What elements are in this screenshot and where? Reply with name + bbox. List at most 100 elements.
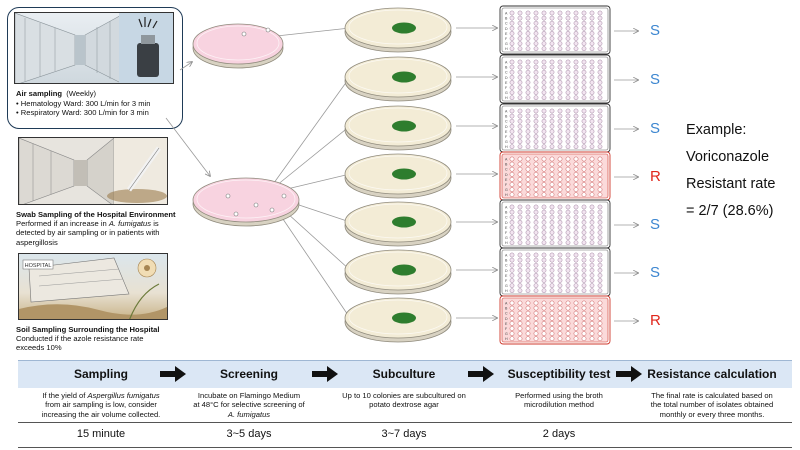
step-arrow-1 xyxy=(160,366,186,387)
plate-2-well xyxy=(549,64,555,70)
plate-4-well xyxy=(573,182,579,187)
plate-3-well xyxy=(557,124,563,129)
plate-2-row-label: D xyxy=(505,76,508,80)
plate-5-well xyxy=(509,209,515,215)
plate-3-well xyxy=(549,129,555,134)
plate-4-well xyxy=(525,187,531,192)
plate-1-well xyxy=(565,20,571,26)
plate-1-well xyxy=(589,25,595,31)
plate-5-well xyxy=(597,230,603,235)
plate-3-row-label: F xyxy=(505,135,508,139)
plate-1-well xyxy=(573,15,579,21)
step-duration-1: 15 minute xyxy=(76,428,126,440)
plate-4-well xyxy=(565,156,571,162)
plate-4-well xyxy=(525,177,531,182)
plate-1-well xyxy=(597,10,603,16)
plate-1-well xyxy=(509,41,515,46)
plate-2-well xyxy=(581,75,587,80)
plate-2-row-label: H xyxy=(505,96,508,100)
plate-6-well xyxy=(509,283,515,288)
plate-1-well xyxy=(541,25,547,31)
plate-3-well xyxy=(509,113,515,119)
plate-1-well xyxy=(573,25,579,31)
plate-6-well xyxy=(597,267,603,273)
plate-2-well xyxy=(597,75,603,80)
plate-5-well xyxy=(509,225,515,230)
plate-6-row-label: G xyxy=(505,284,508,288)
step-title-1: Sampling xyxy=(73,367,128,381)
plate-2-well xyxy=(573,69,579,75)
plate-3-well xyxy=(541,129,547,134)
plate-5-well xyxy=(541,230,547,235)
plate-5-well xyxy=(517,219,523,225)
plate-1-well xyxy=(509,25,515,31)
plate-3-well xyxy=(573,124,579,129)
plate-2-well xyxy=(589,80,595,85)
plate-4-well xyxy=(573,161,579,167)
plate-6-well xyxy=(573,273,579,278)
plate-1-well xyxy=(581,46,587,52)
plate-5-well xyxy=(573,214,579,220)
subculture-dish-2 xyxy=(344,56,452,102)
subculture-dish-1 xyxy=(344,7,452,53)
plate-4-well xyxy=(549,166,555,172)
plate-2-well xyxy=(573,85,579,90)
plate-2-well xyxy=(525,59,531,65)
plate-1-well xyxy=(525,20,531,26)
plate-3-well xyxy=(565,108,571,114)
plate-7-well xyxy=(533,305,539,311)
plate-1-well xyxy=(517,46,523,52)
plate-1-row-label: C xyxy=(505,22,508,26)
plate-5-well xyxy=(517,240,523,245)
plate-1-well xyxy=(597,46,603,52)
plate-3-well xyxy=(509,139,515,144)
plate-6-well xyxy=(549,257,555,263)
plate-5-well xyxy=(541,235,547,240)
plate-4-well xyxy=(597,192,603,197)
plate-7-well xyxy=(597,336,603,342)
plate-5-well xyxy=(541,219,547,225)
plate-7-row-label: D xyxy=(505,317,508,321)
plate-5-well xyxy=(517,214,523,220)
plate-6-well xyxy=(589,273,595,278)
plate-2-well xyxy=(517,59,523,65)
plate-7-well xyxy=(509,336,515,342)
plate-7-well xyxy=(533,300,539,306)
step-duration-4: 2 days xyxy=(542,428,576,440)
plate-4-well xyxy=(589,161,595,167)
subculture-dish-7-colony xyxy=(392,312,416,324)
plate-1-well xyxy=(509,31,515,36)
plate-7-well xyxy=(509,315,515,321)
screening-dish-air-agar xyxy=(192,23,284,65)
plate-1-well xyxy=(517,20,523,26)
plate-2-well xyxy=(541,90,547,95)
plate-6-well xyxy=(509,273,515,278)
plate-5-well xyxy=(565,219,571,225)
plate-6-well xyxy=(581,257,587,263)
plate-1-well xyxy=(549,31,555,36)
plate-6-well xyxy=(557,257,563,263)
plate-2-well xyxy=(597,64,603,70)
plate-1-well xyxy=(589,31,595,36)
plate-2-well xyxy=(589,59,595,65)
plate-4-well xyxy=(549,171,555,177)
plate-5-well xyxy=(557,235,563,240)
subculture-dish-4 xyxy=(344,153,452,199)
plate-6-well xyxy=(525,273,531,278)
plate-7-row-label: G xyxy=(505,332,508,336)
plate-2-well xyxy=(565,69,571,75)
plate-4-well xyxy=(589,192,595,197)
plate-1-well xyxy=(573,20,579,26)
plate-6-well xyxy=(573,262,579,268)
plate-7-well xyxy=(565,315,571,321)
plate-5-well xyxy=(525,240,531,245)
plate-5-well xyxy=(517,235,523,240)
plate-1-well xyxy=(597,15,603,21)
plate-4-well xyxy=(565,171,571,177)
plate-2-well xyxy=(557,75,563,80)
plate-1-well xyxy=(565,41,571,46)
